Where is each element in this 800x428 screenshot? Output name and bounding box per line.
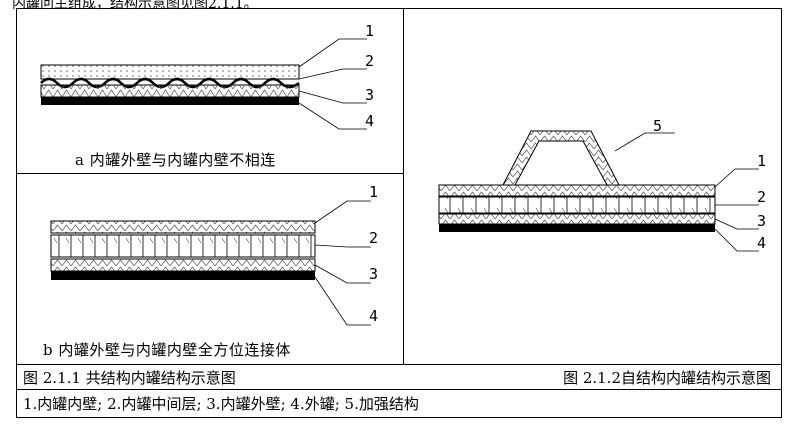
vertical-divider xyxy=(403,9,404,365)
panel-b-layer-inner-wall xyxy=(50,220,316,234)
panel-a-leader-4 xyxy=(298,102,367,130)
panel-c-leader-4 xyxy=(714,228,759,252)
panel-a-leader-3 xyxy=(298,90,367,104)
legend-text: 1.内罐内壁; 2.内罐中间层; 3.内罐外壁; 4.外罐; 5.加强结构 xyxy=(23,395,419,413)
panel-a-layer-outer-tank xyxy=(41,97,299,105)
panel-b-layer-middle xyxy=(50,234,316,258)
panel-c-reinforcement xyxy=(502,130,620,186)
panel-c-diagram: 5 1 2 3 4 xyxy=(438,117,766,252)
panel-c-leader-1 xyxy=(714,168,759,188)
panel-b-leader-4 xyxy=(314,276,371,326)
panel-c-layer-outer-tank xyxy=(439,224,715,232)
panel-c-label-5: 5 xyxy=(653,117,662,135)
panel-c-label-3: 3 xyxy=(757,212,766,230)
panel-c-layer-inner-wall xyxy=(438,184,716,197)
panel-a-layer-inner-wall xyxy=(40,64,300,80)
panel-a-label-1: 1 xyxy=(365,22,374,40)
caption-row-top xyxy=(17,364,781,365)
panel-a-diagram: 1 2 3 4 xyxy=(40,22,374,130)
panel-a-label-4: 4 xyxy=(365,112,374,130)
panel-a-layer-outer-wall xyxy=(40,84,300,98)
panel-c-layer-outer-wall xyxy=(438,213,716,225)
panel-c-layer-middle xyxy=(438,196,716,214)
panel-b-label-2: 2 xyxy=(369,229,378,247)
panel-b-leader-2 xyxy=(314,244,371,248)
panel-c-label-1: 1 xyxy=(757,152,766,170)
panel-b-layer-outer-tank xyxy=(51,271,315,280)
panel-a-caption: a 内罐外壁与内罐内壁不相连 xyxy=(75,151,276,169)
panel-b-label-3: 3 xyxy=(369,265,378,283)
panel-c-leader-5 xyxy=(614,132,675,152)
panel-a-label-3: 3 xyxy=(365,86,374,104)
figure-2-1-1-caption: 图 2.1.1 共结构内罐结构示意图 xyxy=(23,369,236,387)
panel-a-leader-1 xyxy=(298,38,367,68)
panel-a-leader-2 xyxy=(298,68,367,80)
panel-b-label-1: 1 xyxy=(369,183,378,201)
panel-b-label-4: 4 xyxy=(369,307,378,325)
panel-b-diagram: 1 2 3 4 xyxy=(50,183,378,326)
panel-c-label-4: 4 xyxy=(757,234,766,252)
panel-a-label-2: 2 xyxy=(365,52,374,70)
caption-row-bottom xyxy=(17,389,781,390)
panel-c-leader-3 xyxy=(714,218,759,230)
panel-b-layer-outer-wall xyxy=(50,258,316,272)
cut-off-top-text: 内罐问主组成，结构示意图见图2.1.1。 xyxy=(12,0,258,12)
panel-b-leader-3 xyxy=(314,264,371,284)
panel-c-label-2: 2 xyxy=(757,188,766,206)
panel-ab-divider xyxy=(17,173,403,174)
figure-table: 1 2 3 4 a 内罐外壁与内罐内壁不相连 1 2 3 4 xyxy=(16,8,782,418)
panel-b-caption: b 内罐外壁与内罐内壁全方位连接体 xyxy=(43,341,291,359)
figure-2-1-2-caption: 图 2.1.2自结构内罐结构示意图 xyxy=(563,369,771,387)
panel-b-leader-1 xyxy=(314,200,371,224)
